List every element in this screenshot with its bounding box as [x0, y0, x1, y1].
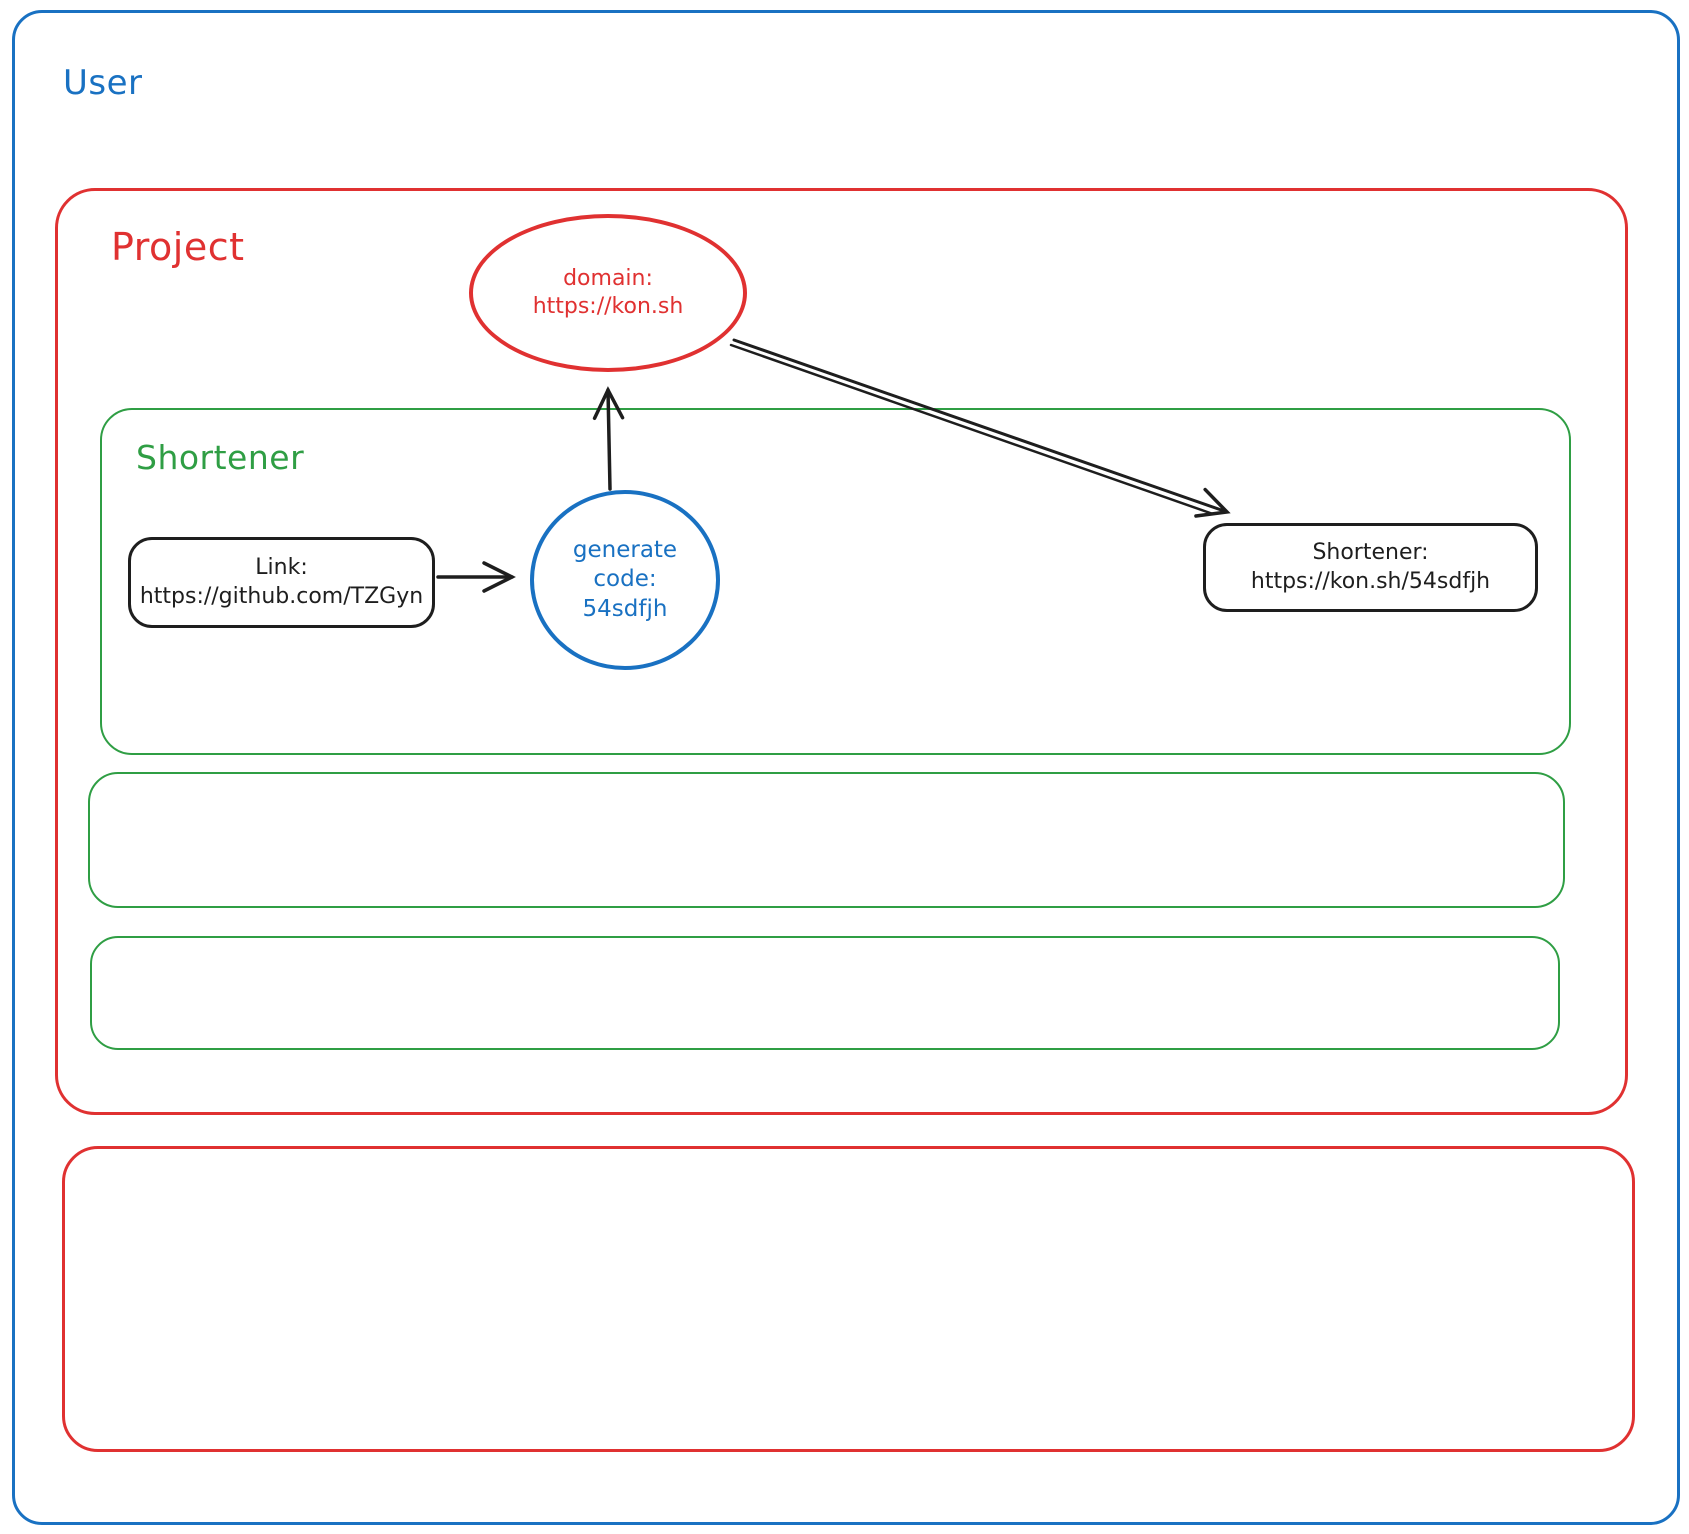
project-empty-section-1 [88, 772, 1565, 908]
domain-ellipse-node: domain: https://kon.sh [469, 214, 747, 372]
generate-code-line3: 54sdfjh [582, 595, 668, 622]
shortener-url-node: Shortener: https://kon.sh/54sdfjh [1203, 523, 1538, 612]
project-empty-section-2 [90, 936, 1560, 1050]
project-label: Project [111, 225, 245, 269]
link-node: Link: https://github.com/TZGyn [128, 537, 435, 628]
domain-node-title: domain: [563, 265, 653, 291]
user-container: User [12, 10, 1680, 1525]
shortener-label: Shortener [136, 438, 305, 477]
domain-node-url: https://kon.sh [532, 294, 684, 319]
project-container: Project [55, 188, 1628, 1115]
shortener-url-title: Shortener: [1312, 540, 1429, 566]
generate-code-line2: code: [593, 566, 657, 593]
user-label: User [63, 63, 143, 103]
link-node-url: https://github.com/TZGyn [139, 583, 424, 609]
generate-code-line1: generate [572, 536, 678, 563]
user-empty-section [62, 1146, 1635, 1452]
link-node-title: Link: [255, 555, 308, 581]
generate-code-node: generate code: 54sdfjh [530, 490, 720, 670]
shortener-url-value: https://kon.sh/54sdfjh [1250, 568, 1491, 594]
